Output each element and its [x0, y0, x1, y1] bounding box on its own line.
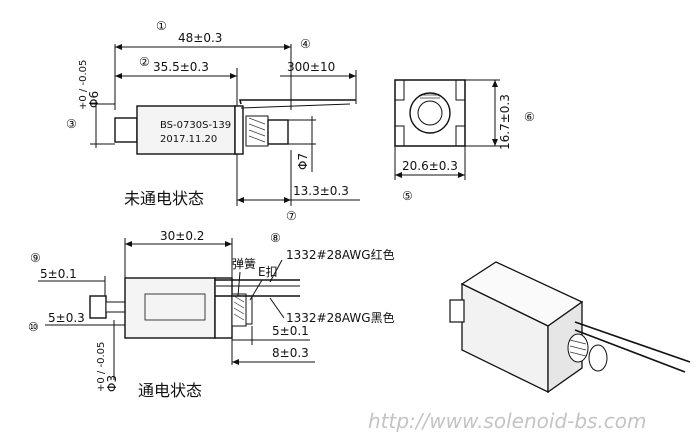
- end-width-dim: 20.6±0.3: [402, 159, 458, 173]
- eclip-label: E扣: [258, 265, 278, 279]
- callout-4: ④: [300, 37, 311, 51]
- shaft-tol: +0 / -0.05: [96, 342, 107, 392]
- stroke-length-dim: 13.3±0.3: [293, 184, 349, 198]
- bottom-side-view: 30±0.2 ⑨ ⑩ ⑧ 5±0.1 5±0.3 弹簧 E扣 133: [28, 229, 395, 400]
- end-height-dim: 16.7±0.3: [498, 94, 512, 150]
- overall-length-dim: 48±0.3: [178, 31, 222, 45]
- plunger-dia-tol: +0 / -0.05: [78, 60, 89, 110]
- isometric-view: [449, 261, 691, 394]
- callout-2: ②: [139, 55, 150, 69]
- callout-3: ③: [66, 117, 77, 131]
- callout-8: ⑧: [270, 231, 281, 245]
- de-energized-label: 未通电状态: [124, 189, 204, 208]
- callout-7: ⑦: [286, 209, 297, 223]
- shaft-dia: Φ3: [105, 375, 119, 392]
- top-side-view: 48±0.3 ① 35.5±0.3 ② 300±10 ④ +0 / -0.05 …: [66, 19, 360, 223]
- spring-label: 弹簧: [232, 256, 256, 271]
- shaft-dia-dim: Φ7: [296, 153, 310, 170]
- right-offset-dim: 5±0.1: [272, 324, 309, 338]
- watermark: http://www.solenoid-bs.com: [368, 409, 647, 433]
- energized-body-length-dim: 30±0.2: [160, 229, 204, 243]
- end-view: 16.7±0.3 ⑥ 20.6±0.3 ⑤: [394, 79, 535, 203]
- callout-6: ⑥: [524, 110, 535, 124]
- lead-length-dim: 300±10: [287, 60, 335, 74]
- callout-1: ①: [156, 19, 167, 33]
- black-wire-label: 1332#28AWG黑色: [286, 311, 395, 325]
- energized-label: 通电状态: [138, 381, 202, 400]
- energized-stroke-dim: 8±0.3: [272, 346, 309, 360]
- body-part-number: BS-0730S-139: [160, 120, 231, 131]
- plunger-dia-dim: Φ6: [87, 91, 101, 108]
- callout-10: ⑩: [28, 320, 39, 334]
- callout-5: ⑤: [402, 189, 413, 203]
- body-date: 2017.11.20: [160, 134, 217, 145]
- red-wire-label: 1332#28AWG红色: [286, 247, 395, 262]
- left-offset-dim: 5±0.1: [40, 267, 77, 281]
- callout-9: ⑨: [30, 251, 41, 265]
- spring-coil: [245, 115, 269, 147]
- plunger-stroke-dim: 5±0.3: [48, 311, 85, 325]
- body-length-dim: 35.5±0.3: [153, 60, 209, 74]
